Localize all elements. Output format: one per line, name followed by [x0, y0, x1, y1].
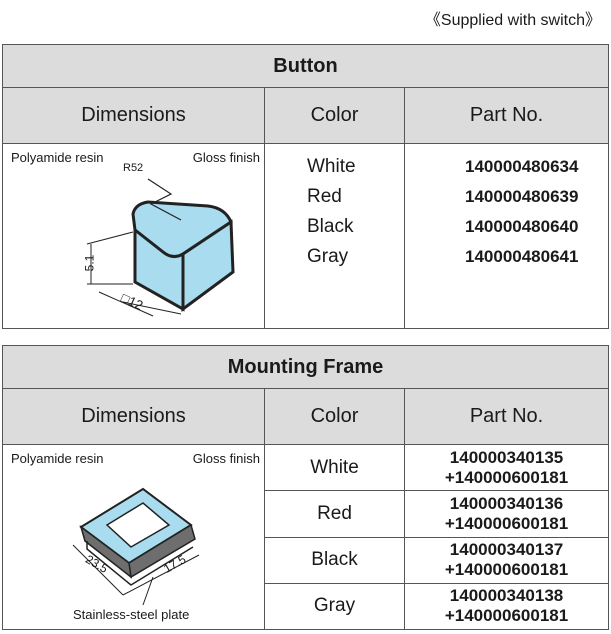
button-part-white: 140000480634: [465, 157, 579, 176]
button-part-red: 140000480639: [465, 187, 579, 206]
frame-part-black: 140000340137+140000600181: [403, 536, 610, 584]
button-material-label: Polyamide resin: [11, 150, 104, 165]
button-title: Button: [1, 44, 610, 88]
button-color-gray: Gray: [307, 246, 349, 267]
frame-part-white-extra: +140000600181: [444, 467, 569, 487]
color-header: Color: [264, 87, 405, 144]
button-color-black: Black: [307, 216, 354, 237]
frame-title: Mounting Frame: [1, 345, 610, 389]
button-table: Button Dimensions Color Part No. Polyami…: [1, 44, 610, 329]
frame-finish-label: Gloss finish: [192, 451, 260, 466]
button-color-white: White: [307, 156, 356, 177]
frame-part-gray-extra: +140000600181: [444, 606, 569, 626]
button-height-label: 5.1: [82, 254, 97, 272]
button-part-black: 140000480640: [465, 217, 579, 236]
frame-color-gray: Gray: [264, 582, 405, 631]
frame-part-no-header: Part No.: [403, 388, 610, 445]
frame-color-black: Black: [264, 536, 405, 584]
frame-part-red-main: 140000340136: [449, 493, 564, 513]
button-drawing-cell: Polyamide resin Gloss finish R52 5.1 □12: [2, 143, 265, 329]
frame-part-black-extra: +140000600181: [444, 560, 569, 580]
frame-part-white-main: 140000340135: [449, 447, 564, 467]
button-radius-label: R52: [123, 162, 144, 174]
frame-part-white: 140000340135+140000600181: [403, 443, 610, 492]
frame-part-gray-main: 140000340138: [449, 586, 564, 606]
frame-drawing-cell: Polyamide resin Gloss finish 23.5 17.5 S…: [2, 444, 265, 630]
frame-drawing: [72, 487, 200, 606]
frame-color-white: White: [264, 443, 405, 492]
button-color-red: Red: [307, 186, 342, 207]
part-no-header: Part No.: [403, 87, 610, 144]
frame-part-gray: 140000340138+140000600181: [403, 582, 610, 631]
frame-part-red-extra: +140000600181: [444, 513, 569, 533]
frame-color-red: Red: [264, 490, 405, 538]
button-colors: White Red Black Gray: [264, 143, 405, 329]
frame-dimensions-header: Dimensions: [2, 388, 265, 445]
button-finish-label: Gloss finish: [192, 150, 260, 165]
frame-part-red: 140000340136+140000600181: [403, 490, 610, 538]
button-parts: 140000480634 140000480639 140000480640 1…: [403, 143, 610, 329]
frame-plate-label: Stainless-steel plate: [73, 607, 190, 622]
frame-color-header: Color: [264, 388, 405, 445]
frame-table: Mounting Frame Dimensions Color Part No.…: [1, 345, 610, 631]
frame-part-black-main: 140000340137: [449, 540, 564, 560]
supplied-note: 《Supplied with switch》: [424, 12, 601, 29]
dimensions-header: Dimensions: [2, 87, 265, 144]
button-part-gray: 140000480641: [465, 247, 579, 266]
button-drawing: [86, 178, 235, 317]
frame-material-label: Polyamide resin: [11, 451, 104, 466]
